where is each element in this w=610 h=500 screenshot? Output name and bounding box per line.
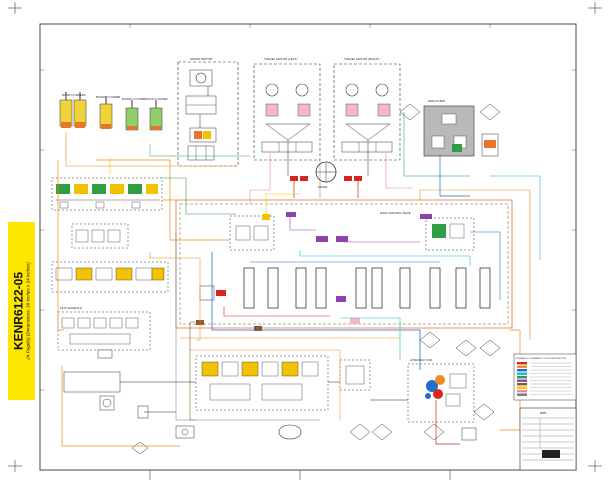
legend-title: HYDRAULIC SCHEMATIC COLOR DESCRIPTION [516, 357, 566, 360]
cylinder-label: BUCKET CYLINDER [96, 95, 120, 99]
section-label: SWIVEL [318, 185, 328, 189]
section-label: HYDRAULIC TANK [410, 358, 433, 362]
cylinder-label: BOOM CYLINDERS [62, 93, 86, 97]
section-label: PILOT MANIFOLD [60, 306, 82, 310]
valve-spools [243, 267, 491, 309]
left-valve-block-mid [71, 223, 129, 249]
swivel-joint: SWIVEL [315, 161, 337, 189]
left-valve-block-lower [51, 261, 169, 293]
section-label: SWING MOTOR [190, 57, 213, 61]
hydraulic-tank-area: HYDRAULIC TANK [349, 331, 501, 441]
document-subtitle: 24 Page(s) (Dimensions: 39 inches x 24 i… [25, 262, 30, 360]
bucket-cylinder: BUCKET CYLINDER [96, 95, 120, 129]
section-label: TRAVEL MOTOR (LEFT) [264, 57, 297, 61]
section-label: TRAVEL MOTOR (RIGHT) [344, 57, 379, 61]
motor-ports [290, 176, 362, 181]
boom-cylinder: BOOM CYLINDERS [59, 92, 87, 128]
section-label: MAIN PUMP [428, 99, 445, 103]
travel-motor-left: TRAVEL MOTOR (LEFT) [253, 57, 321, 161]
color-legend: HYDRAULIC SCHEMATIC COLOR DESCRIPTION [513, 353, 577, 401]
main-pump-group: MAIN PUMP [399, 99, 501, 157]
document-id: KENR6122-05 [11, 271, 25, 351]
hydraulic-lines [57, 86, 541, 447]
swing-motor-group: SWING MOTOR [177, 57, 239, 167]
section-label: MAIN CONTROL VALVE [380, 211, 411, 215]
title-block: CAT [519, 407, 577, 471]
left-valve-block-top [51, 177, 163, 211]
registration-marks [8, 2, 602, 480]
cylinder-label: STICK CYLINDER [146, 97, 168, 101]
document-tab: KENR6122-05 24 Page(s) (Dimensions: 39 i… [8, 222, 35, 400]
accumulator [278, 424, 302, 440]
document-tab-text: KENR6122-05 24 Page(s) (Dimensions: 39 i… [11, 262, 31, 360]
cylinder-group: BOOM CYLINDERS BUCKET CYLINDER BUCKET CY… [59, 92, 168, 131]
sheet-border [39, 23, 577, 471]
pilot-manifold: PILOT MANIFOLD [57, 306, 151, 359]
lower-valve-group [195, 355, 371, 411]
left-bottom-components [63, 371, 302, 455]
cylinder-label: BUCKET CYLINDER [122, 97, 146, 101]
legend-swatches [517, 362, 527, 396]
main-control-valve: MAIN CONTROL VALVE [175, 199, 513, 331]
stick-cylinder: STICK CYLINDER [146, 97, 168, 131]
title-block-heading: CAT [540, 411, 546, 415]
bucket-cylinder-2: BUCKET CYLINDER [122, 97, 146, 131]
travel-motor-right: TRAVEL MOTOR (RIGHT) [333, 57, 401, 161]
